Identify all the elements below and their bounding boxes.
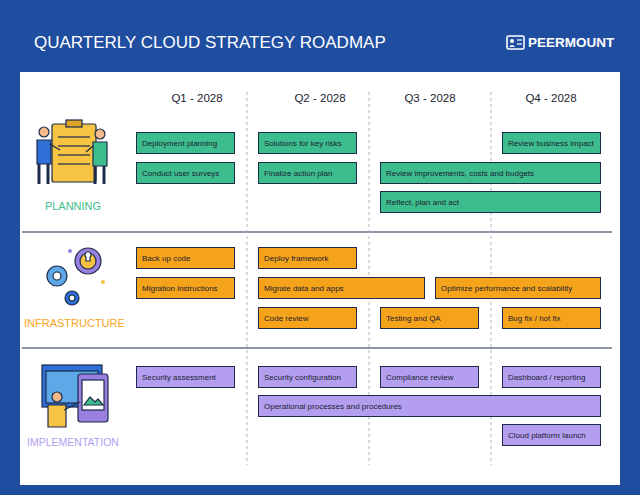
task-text: Security configuration (264, 373, 341, 382)
task-bar: Compliance review (380, 366, 479, 388)
quarter-header: Q2 - 2028 (294, 92, 345, 104)
row-label: IMPLEMENTATION (27, 436, 119, 448)
task-text: Compliance review (386, 373, 454, 382)
task-bar: Back up code (136, 247, 235, 269)
task-bar: Migrate data and apps (258, 277, 425, 299)
task-text: Bug fix / hot fix (508, 314, 560, 323)
task-text: Testing and QA (386, 314, 441, 323)
task-bar: Deployment planning (136, 132, 235, 154)
task-text: Dashboard / reporting (508, 373, 585, 382)
task-bar: Testing and QA (380, 307, 479, 329)
row-label: INFRASTRUCTURE (24, 317, 125, 329)
task-bar: Operational processes and procedures (258, 395, 601, 417)
task-text: Reflect, plan and act (386, 198, 459, 207)
task-bar: Optimize performance and scalability (435, 277, 601, 299)
task-text: Migration instructions (142, 284, 218, 293)
task-text: Back up code (142, 254, 190, 263)
task-text: Conduct user surveys (142, 169, 219, 178)
task-text: Cloud platform launch (508, 431, 586, 440)
task-text: Optimize performance and scalability (441, 284, 572, 293)
task-text: Solutions for key risks (264, 139, 342, 148)
task-bar: Review improvements, costs and budgets (380, 162, 601, 184)
task-text: Deployment planning (142, 139, 217, 148)
task-bar: Reflect, plan and act (380, 191, 601, 213)
task-bar: Security configuration (258, 366, 357, 388)
task-bar: Code review (258, 307, 357, 329)
quarter-header: Q4 - 2028 (525, 92, 576, 104)
task-text: Migrate data and apps (264, 284, 344, 293)
logo-text: PEERMOUNT (528, 35, 614, 50)
quarter-header: Q1 - 2028 (171, 92, 222, 104)
task-text: Review improvements, costs and budgets (386, 169, 534, 178)
quarter-header: Q3 - 2028 (404, 92, 455, 104)
task-text: Review business impact (508, 139, 594, 148)
task-text: Operational processes and procedures (264, 402, 402, 411)
task-bar: Conduct user surveys (136, 162, 235, 184)
task-text: Security assessment (142, 373, 216, 382)
task-bar: Migration instructions (136, 277, 235, 299)
task-bar: Deploy framework (258, 247, 357, 269)
task-bar: Dashboard / reporting (502, 366, 601, 388)
task-bar: Review business impact (502, 132, 601, 154)
task-text: Finalize action plan (264, 169, 332, 178)
task-text: Deploy framework (264, 254, 328, 263)
task-bar: Finalize action plan (258, 162, 357, 184)
task-bar: Bug fix / hot fix (502, 307, 601, 329)
title: QUARTERLY CLOUD STRATEGY ROADMAP (34, 33, 386, 53)
task-bar: Security assessment (136, 366, 235, 388)
task-text: Code review (264, 314, 308, 323)
task-bar: Solutions for key risks (258, 132, 357, 154)
row-label: PLANNING (45, 200, 101, 212)
task-bar: Cloud platform launch (502, 424, 601, 446)
